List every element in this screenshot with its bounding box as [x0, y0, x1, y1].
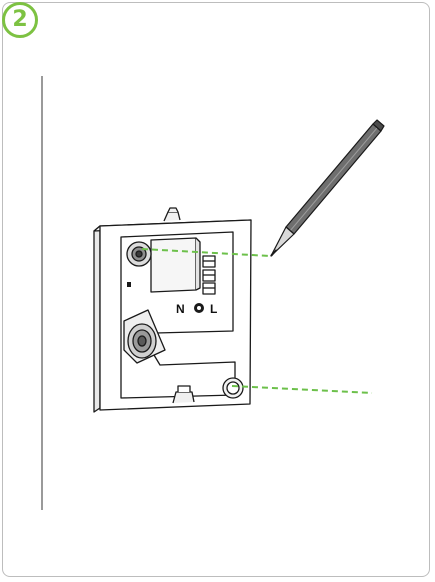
earth-terminal-icon: [194, 303, 204, 313]
pencil-icon: [270, 119, 385, 257]
terminal-label-neutral: N: [176, 302, 185, 316]
guide-line-top: [141, 248, 271, 257]
step-number-badge: 2: [2, 2, 38, 38]
alignment-guides: [141, 248, 373, 394]
terminal-label-live: L: [210, 302, 217, 316]
step-number: 2: [12, 7, 28, 32]
mounting-plate-icon: [93, 207, 252, 413]
guide-line-bottom: [231, 385, 373, 394]
vertical-divider: [41, 76, 43, 510]
